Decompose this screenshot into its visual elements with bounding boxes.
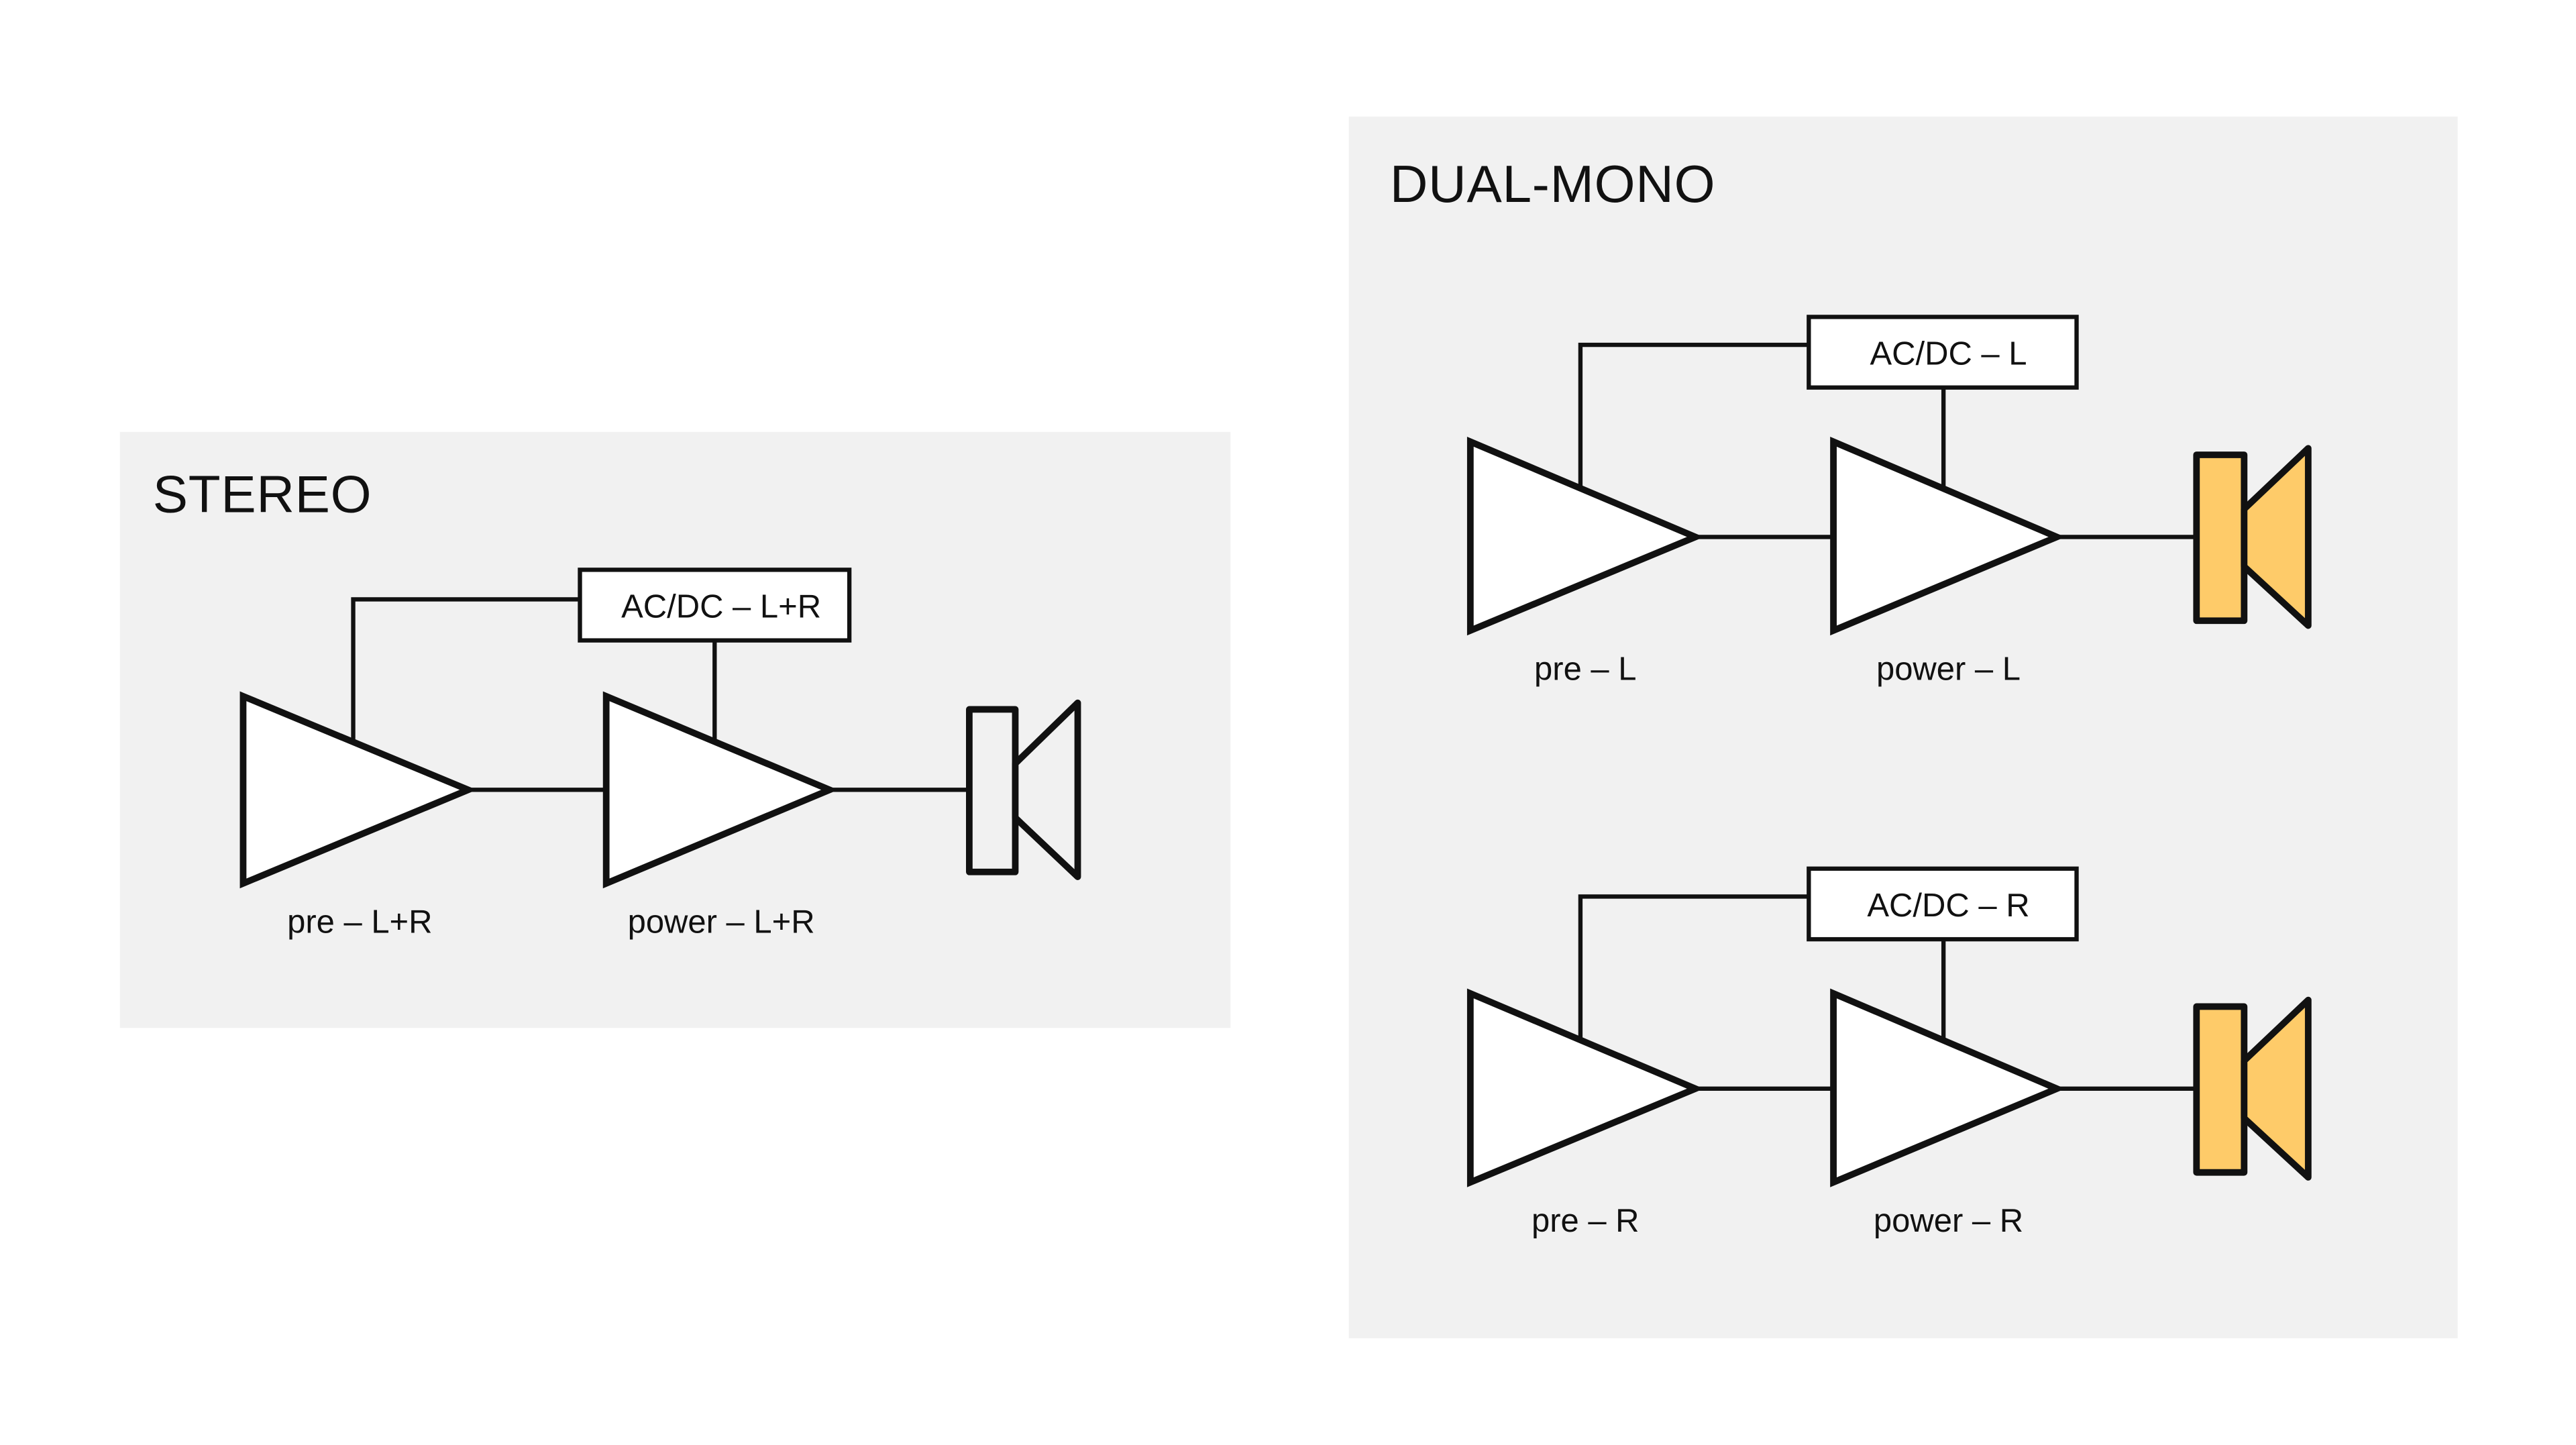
pre-amp-label: pre – L (1534, 651, 1636, 687)
pre-amp-label: pre – L+R (287, 904, 432, 940)
speaker-cone (2241, 445, 2312, 629)
power-amp-triangle (1830, 988, 2065, 1187)
speaker-cone (1012, 699, 1081, 880)
power-amp-label: power – L (1876, 651, 2021, 687)
power-amp-label: power – R (1874, 1203, 2023, 1239)
pre-amp-triangle (1466, 437, 1705, 636)
psu-to-pre-wire (1578, 894, 1809, 1040)
stereo-panel: STEREO AC/DC – L+R pre – L+R power – L+R (119, 431, 1231, 1028)
psu-label: AC/DC – L+R (621, 588, 821, 625)
psu-to-pre-wire (1578, 342, 1809, 488)
psu-label: AC/DC – L (1870, 335, 2027, 372)
speaker-magnet (966, 706, 1019, 875)
right-channel: AC/DC – R pre – R power – R (1466, 866, 2312, 1239)
power-amp-triangle (1830, 437, 2065, 636)
stereo-psu: AC/DC – L+R (578, 568, 852, 643)
speaker-icon (2193, 996, 2312, 1181)
dual-mono-title: DUAL-MONO (1390, 154, 1715, 213)
psu-to-pre-wire (351, 597, 580, 743)
speaker-magnet (2193, 451, 2248, 625)
speaker-cone (2241, 996, 2312, 1181)
psu-label: AC/DC – R (1867, 888, 2029, 924)
speaker-magnet (2193, 1003, 2248, 1176)
pre-amp-triangle (239, 691, 477, 889)
psu-box (1807, 866, 2079, 942)
dual-mono-panel: DUAL-MONO AC/DC – L pre – L power – L AC… (1348, 116, 2458, 1338)
stereo-title: STEREO (153, 465, 372, 524)
left-channel: AC/DC – L pre – L power – L (1466, 315, 2312, 687)
speaker-icon (966, 699, 1081, 880)
pre-amp-triangle (1466, 988, 1705, 1187)
psu-box (578, 568, 852, 643)
power-amp-triangle (602, 691, 839, 889)
speaker-icon (2193, 445, 2312, 629)
power-amp-label: power – L+R (628, 904, 815, 940)
pre-amp-label: pre – R (1532, 1203, 1640, 1239)
